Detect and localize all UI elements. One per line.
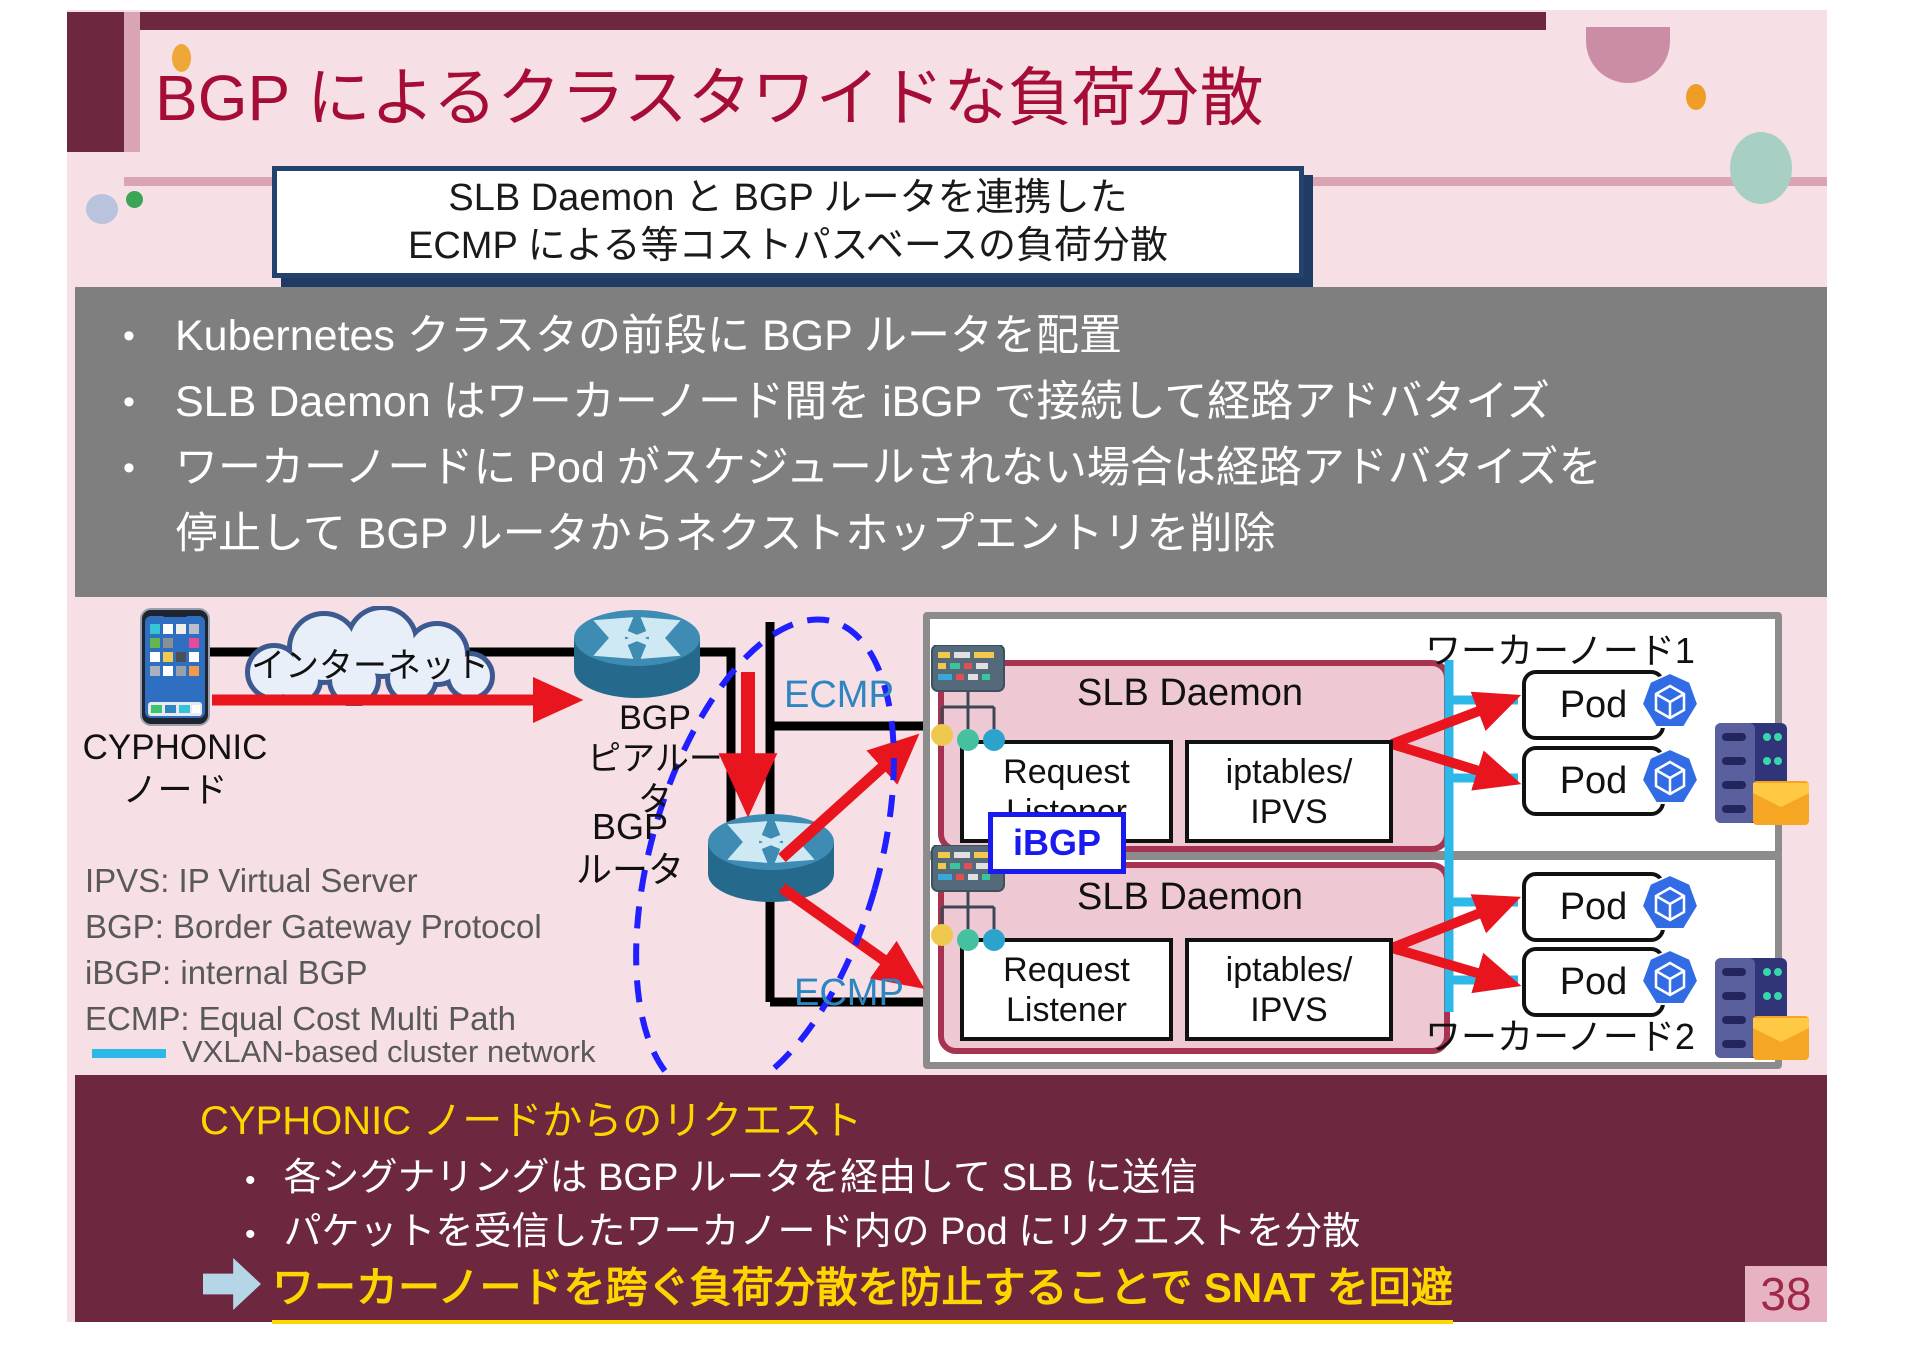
ecmp-label-bottom: ECMP <box>794 972 904 1014</box>
request-summary-heading: CYPHONIC ノードからのリクエスト <box>200 1099 863 1143</box>
kubernetes-pod-icon <box>1638 670 1702 734</box>
decor-teal-ellipse <box>1730 132 1792 204</box>
iptables-ipvs-1-box: iptables/ IPVS <box>1185 740 1393 843</box>
overview-bullet: Kubernetes クラスタの前段に BGP ルータを配置 <box>75 303 1827 369</box>
worker-node-2-label: ワーカーノード2 <box>1425 1016 1695 1057</box>
page-title: BGP によるクラスタワイドな負荷分散 <box>155 62 1264 134</box>
bgp-peer-router-icon <box>572 608 702 703</box>
top-maroon-bar <box>118 12 1546 30</box>
overview-box: Kubernetes クラスタの前段に BGP ルータを配置 SLB Daemo… <box>75 287 1827 597</box>
cyphonic-node-label: CYPHONIC ノード <box>82 728 268 810</box>
slb-daemon-dashboard-icon <box>928 844 1008 960</box>
pod-box: Pod <box>1522 746 1665 816</box>
slb-daemon-2-title: SLB Daemon <box>1076 876 1303 918</box>
overview-bullet: ワーカーノードに Pod がスケジュールされない場合は経路アドバタイズを 停止し… <box>75 435 1827 567</box>
overview-bullet-list: Kubernetes クラスタの前段に BGP ルータを配置 SLB Daemo… <box>75 287 1827 567</box>
iptables-ipvs-2-box: iptables/ IPVS <box>1185 938 1393 1041</box>
bgp-peer-router-label: BGP ピアルータ <box>587 699 723 819</box>
request-listener-2-box: Request Listener <box>960 938 1173 1041</box>
vxlan-legend-label: VXLAN-based cluster network <box>182 1034 596 1069</box>
bullet-text: パケットを受信したワーカノード内の Pod にリクエストを分散 <box>283 1211 1361 1253</box>
slb-daemon-dashboard-icon <box>928 644 1008 760</box>
conclusion-text: ワーカーノードを跨ぐ負荷分散を防止することで SNAT を回避 <box>272 1254 1453 1324</box>
legend: IPVS: IP Virtual Server BGP: Border Gate… <box>85 858 705 1042</box>
bgp-router-icon <box>706 812 836 907</box>
ibgp-label-box: iBGP <box>988 812 1126 874</box>
legend-item: IPVS: IP Virtual Server <box>85 862 418 899</box>
left-maroon-bar <box>67 12 124 152</box>
smartphone-icon <box>140 608 210 726</box>
kubernetes-pod-icon <box>1638 872 1702 936</box>
kubernetes-pod-icon <box>1638 947 1702 1011</box>
decor-lavender-dot <box>86 194 118 224</box>
legend-item: iBGP: internal BGP <box>85 954 368 991</box>
server-icon <box>1715 958 1810 1063</box>
page-number: 38 <box>1745 1266 1827 1322</box>
request-listener-1-box: Request Listener <box>960 740 1173 843</box>
pod-box: Pod <box>1522 872 1665 942</box>
decor-orange-dot-title <box>172 44 191 72</box>
slb-daemon-1-title: SLB Daemon <box>1076 672 1303 714</box>
pod-box: Pod <box>1522 670 1665 740</box>
bullet-text: 各シグナリングは BGP ルータを経由して SLB に送信 <box>283 1157 1198 1199</box>
pod-box: Pod <box>1522 947 1665 1017</box>
request-summary-bullet: パケットを受信したワーカノード内の Pod にリクエストを分散 <box>245 1200 1361 1255</box>
legend-item: BGP: Border Gateway Protocol <box>85 908 542 945</box>
subtitle-box: SLB Daemon と BGP ルータを連携した ECMP による等コストパス… <box>272 166 1304 278</box>
request-summary-bullet: 各シグナリングは BGP ルータを経由して SLB に送信 <box>245 1146 1198 1201</box>
kubernetes-pod-icon <box>1638 746 1702 810</box>
internet-label: インターネット <box>251 647 489 685</box>
legend-item: ECMP: Equal Cost Multi Path <box>85 1000 516 1037</box>
ecmp-label-top: ECMP <box>784 674 894 716</box>
decor-green-dot <box>126 191 143 208</box>
left-accent-strip <box>124 12 140 152</box>
decor-orange-dot-right <box>1686 84 1706 110</box>
worker-node-1-label: ワーカーノード1 <box>1425 630 1695 671</box>
overview-bullet: SLB Daemon はワーカーノード間を iBGP で接続して経路アドバタイズ <box>75 369 1827 435</box>
server-icon <box>1715 723 1810 828</box>
internet-cloud-icon <box>232 605 504 707</box>
vxlan-line-swatch <box>92 1049 166 1058</box>
